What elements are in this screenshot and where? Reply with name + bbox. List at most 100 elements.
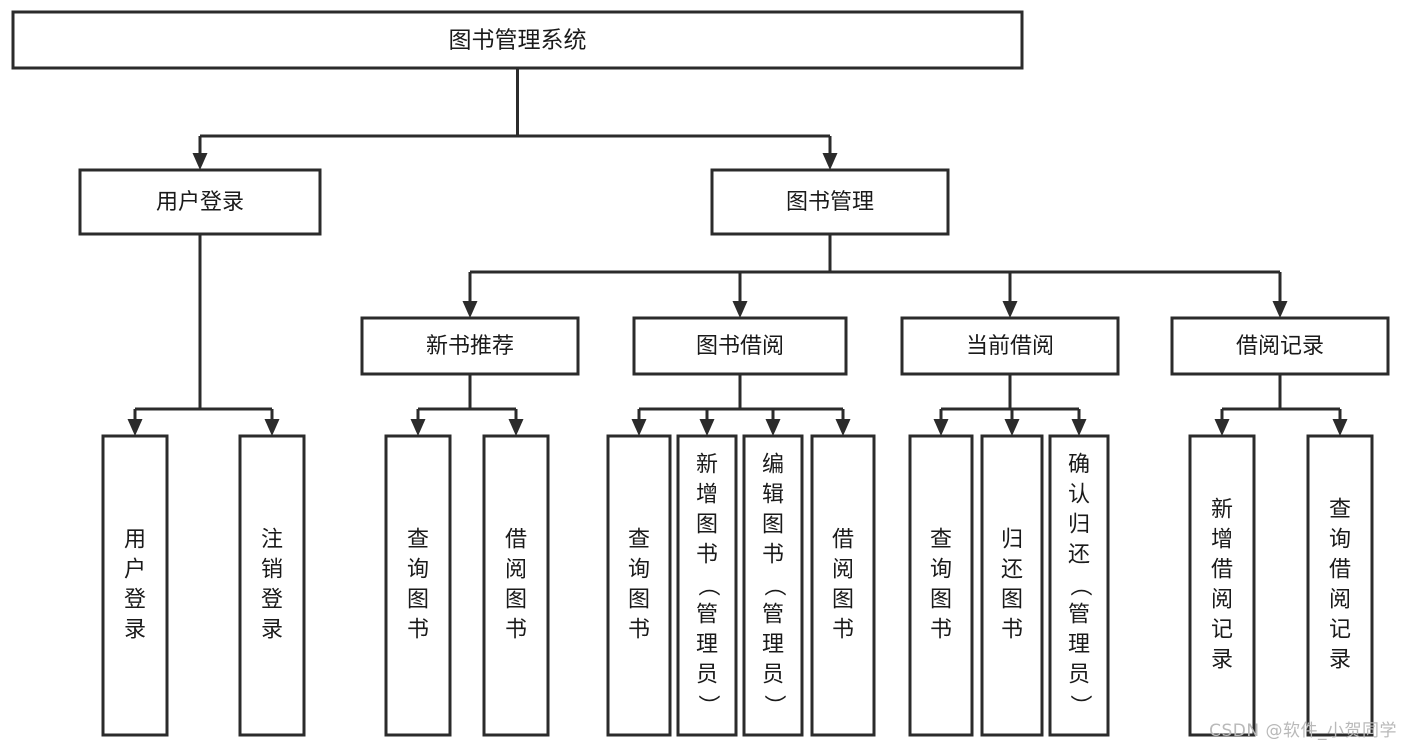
node-label-leaf-add-book-admin: 理 <box>696 633 718 658</box>
node-label-leaf-query-book-2: 查 <box>628 528 650 553</box>
node-box-leaf-query-borrow-record <box>1306 434 1374 737</box>
node-label-leaf-return-book: 还 <box>1001 558 1023 583</box>
node-label-leaf-borrow-book-1: 图 <box>505 588 527 613</box>
node-label-leaf-add-book-admin: 增 <box>696 483 718 508</box>
node-label-leaf-edit-book-admin: 图 <box>762 513 784 538</box>
node-label-leaf-return-book: 书 <box>1001 618 1023 643</box>
node-label-leaf-edit-book-admin: 辑 <box>762 483 784 508</box>
node-box-book-borrow <box>632 316 848 376</box>
node-box-leaf-query-book-1 <box>384 434 452 737</box>
node-label-leaf-confirm-return-admin: 理 <box>1068 633 1090 658</box>
arrow-head-leaf-edit-book-admin <box>765 419 781 436</box>
node-label-leaf-query-borrow-record: 查 <box>1329 498 1351 523</box>
node-label-leaf-borrow-book-2: 书 <box>832 618 854 643</box>
node-borrow-record[interactable]: 借阅记录 <box>1170 316 1390 376</box>
node-box-user-login <box>78 168 322 236</box>
node-label-root: 图书管理系统 <box>449 28 587 54</box>
node-box-leaf-query-book-2 <box>606 434 672 737</box>
node-label-leaf-borrow-book-2: 图 <box>832 588 854 613</box>
node-box-leaf-borrow-book-1 <box>482 434 550 737</box>
node-label-leaf-confirm-return-admin: 认 <box>1068 483 1090 508</box>
node-label-leaf-edit-book-admin: （ <box>761 574 786 596</box>
node-label-leaf-query-borrow-record: 阅 <box>1329 588 1351 613</box>
node-label-book-manage: 图书管理 <box>786 190 874 215</box>
node-label-leaf-query-book-2: 询 <box>628 558 650 583</box>
node-label-leaf-borrow-book-1: 借 <box>505 528 527 553</box>
node-label-current-borrow: 当前借阅 <box>966 334 1054 359</box>
node-label-leaf-add-book-admin: ） <box>695 694 720 716</box>
arrow-head-leaf-borrow-book-1 <box>508 419 524 436</box>
node-leaf-user-login[interactable]: 用户登录 <box>101 434 169 737</box>
node-label-leaf-query-book-1: 询 <box>407 558 429 583</box>
arrow-head-book-borrow <box>732 301 748 318</box>
node-label-leaf-query-borrow-record: 询 <box>1329 528 1351 553</box>
node-label-leaf-add-book-admin: （ <box>695 574 720 596</box>
node-label-borrow-record: 借阅记录 <box>1236 334 1324 359</box>
node-box-borrow-record <box>1170 316 1390 376</box>
node-new-book-recommend[interactable]: 新书推荐 <box>360 316 580 376</box>
node-label-leaf-add-borrow-record: 阅 <box>1211 588 1233 613</box>
node-label-leaf-query-borrow-record: 借 <box>1329 558 1351 583</box>
node-label-leaf-logout: 录 <box>261 618 283 643</box>
node-label-leaf-return-book: 图 <box>1001 588 1023 613</box>
node-label-leaf-query-book-1: 查 <box>407 528 429 553</box>
node-root[interactable]: 图书管理系统 <box>11 10 1024 70</box>
arrow-head-leaf-add-borrow-record <box>1214 419 1230 436</box>
node-box-leaf-confirm-return-admin <box>1048 434 1110 737</box>
arrow-head-leaf-query-book-2 <box>631 419 647 436</box>
node-user-login[interactable]: 用户登录 <box>78 168 322 236</box>
node-label-leaf-edit-book-admin: 编 <box>762 453 784 478</box>
node-label-leaf-edit-book-admin: 理 <box>762 633 784 658</box>
node-current-borrow[interactable]: 当前借阅 <box>900 316 1120 376</box>
node-label-leaf-query-book-3: 书 <box>930 618 952 643</box>
node-label-leaf-user-login: 用 <box>124 528 146 553</box>
arrow-head-leaf-query-book-1 <box>410 419 426 436</box>
node-label-leaf-user-login: 登 <box>124 588 146 613</box>
node-label-leaf-add-book-admin: 图 <box>696 513 718 538</box>
node-label-leaf-add-borrow-record: 记 <box>1211 618 1233 643</box>
node-label-leaf-return-book: 归 <box>1001 528 1023 553</box>
node-label-leaf-logout: 销 <box>261 558 283 583</box>
node-label-leaf-logout: 注 <box>261 528 283 553</box>
node-box-leaf-edit-book-admin <box>742 434 804 737</box>
arrow-head-book-manage <box>822 153 838 170</box>
node-box-book-manage <box>710 168 950 236</box>
node-label-leaf-borrow-book-1: 书 <box>505 618 527 643</box>
node-label-leaf-add-book-admin: 员 <box>696 663 718 688</box>
arrow-head-new-book-recommend <box>462 301 478 318</box>
arrow-head-leaf-add-book-admin <box>699 419 715 436</box>
node-label-leaf-query-book-3: 询 <box>930 558 952 583</box>
node-box-leaf-borrow-book-2 <box>810 434 876 737</box>
node-label-user-login: 用户登录 <box>156 190 244 215</box>
arrow-head-user-login <box>192 153 208 170</box>
node-book-manage[interactable]: 图书管理 <box>710 168 950 236</box>
node-label-leaf-query-borrow-record: 录 <box>1329 648 1351 673</box>
node-book-borrow[interactable]: 图书借阅 <box>632 316 848 376</box>
arrow-head-leaf-query-borrow-record <box>1332 419 1348 436</box>
arrow-head-leaf-user-login <box>127 419 143 436</box>
arrow-head-leaf-query-book-3 <box>933 419 949 436</box>
arrow-head-leaf-confirm-return-admin <box>1071 419 1087 436</box>
node-box-leaf-logout <box>238 434 306 737</box>
arrow-head-leaf-return-book <box>1004 419 1020 436</box>
node-label-leaf-logout: 登 <box>261 588 283 613</box>
node-box-root <box>11 10 1024 70</box>
watermark-text: CSDN @软件_小贺同学 <box>1209 721 1397 741</box>
node-label-leaf-add-book-admin: 管 <box>696 603 718 628</box>
node-label-leaf-confirm-return-admin: 归 <box>1068 513 1090 538</box>
node-label-leaf-query-book-2: 书 <box>628 618 650 643</box>
node-label-leaf-query-borrow-record: 记 <box>1329 618 1351 643</box>
